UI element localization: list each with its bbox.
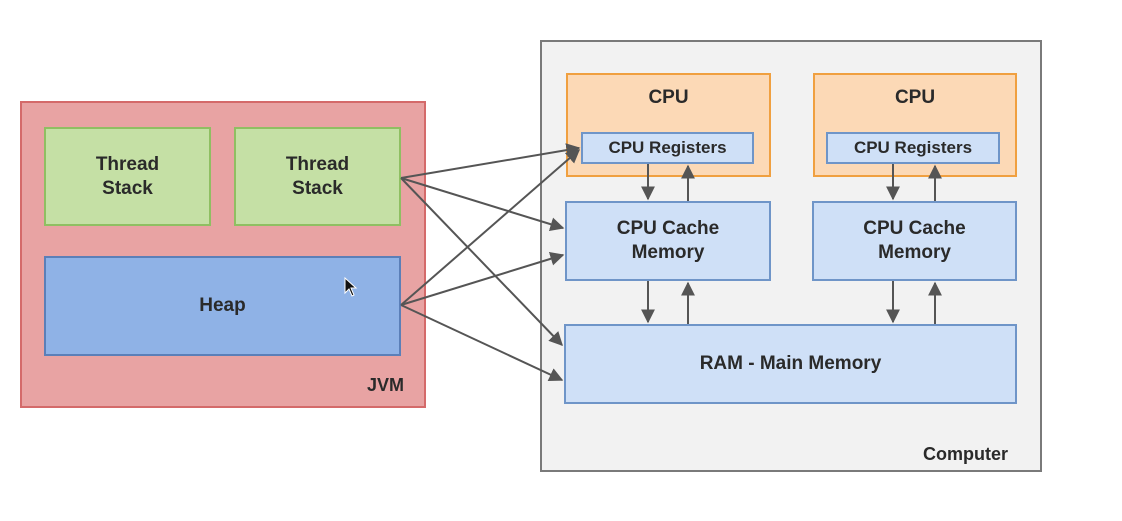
jvm-label: JVM <box>367 375 405 395</box>
computer-label: Computer <box>923 444 1008 464</box>
cpu-2-title: CPU <box>894 87 936 108</box>
thread-stack-2: Thread Stack <box>234 127 401 226</box>
cpu-1-cache-memory: CPU Cache Memory <box>565 201 771 281</box>
cpu-2-registers: CPU Registers <box>826 132 1000 164</box>
ram-main-memory: RAM - Main Memory <box>564 324 1017 404</box>
mouse-pointer-icon <box>344 277 358 297</box>
cpu-2-cache-memory: CPU Cache Memory <box>812 201 1017 281</box>
cpu-1-title: CPU <box>648 87 689 108</box>
thread-stack-1: Thread Stack <box>44 127 211 226</box>
cpu-1-registers: CPU Registers <box>581 132 754 164</box>
heap-box: Heap <box>44 256 401 356</box>
